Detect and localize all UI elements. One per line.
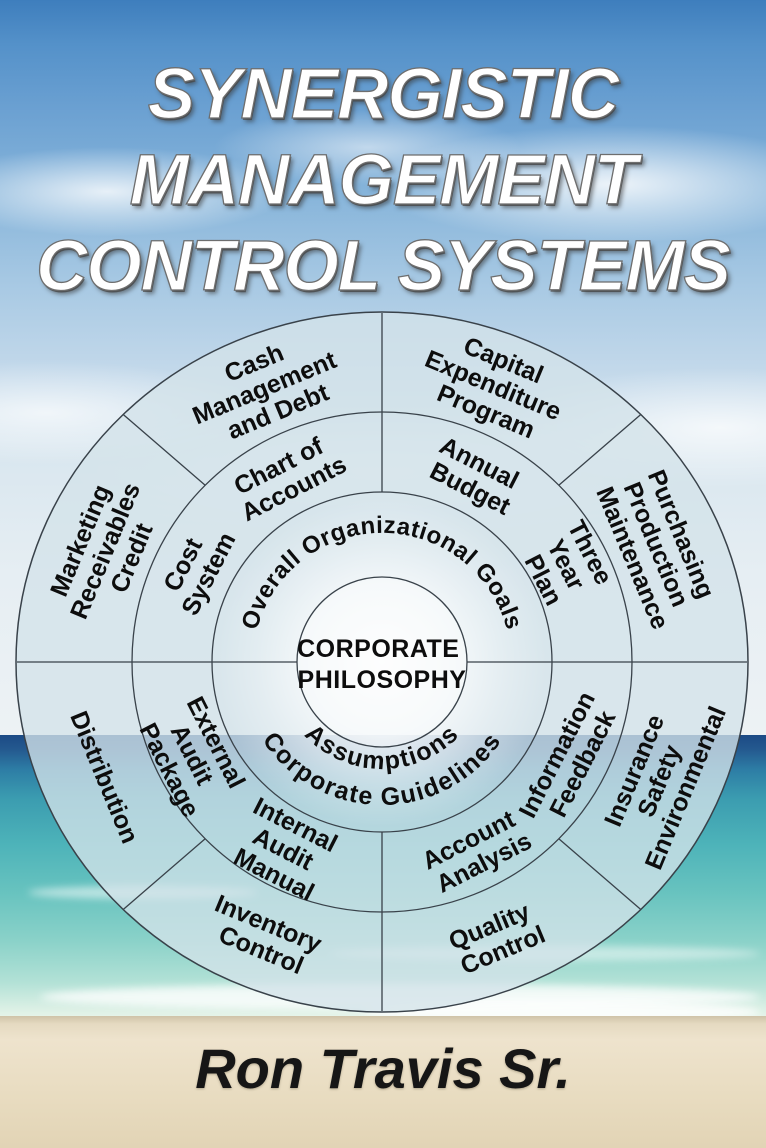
- divider-upper-right-diagonal: [558, 414, 642, 486]
- center-label-corporate-philosophy: CORPORATE PHILOSOPHY: [297, 635, 467, 694]
- divider-upper-left-diagonal: [122, 414, 206, 486]
- center-glow: [217, 497, 547, 827]
- middle-ring-label-internal-audit-manual: Internal Audit Manual: [224, 792, 348, 909]
- sand-background: [0, 1016, 766, 1148]
- divider-lower-right-diagonal: [558, 838, 642, 910]
- divider-lower-left-diagonal: [122, 838, 206, 910]
- book-title: SYNERGISTIC MANAGEMENT CONTROL SYSTEMS: [0, 52, 766, 310]
- title-line-3: CONTROL SYSTEMS: [35, 226, 731, 306]
- author-name: Ron Travis Sr.: [195, 1037, 571, 1100]
- title-line-2: MANAGEMENT: [129, 140, 638, 220]
- title-line-1: SYNERGISTIC: [147, 54, 620, 134]
